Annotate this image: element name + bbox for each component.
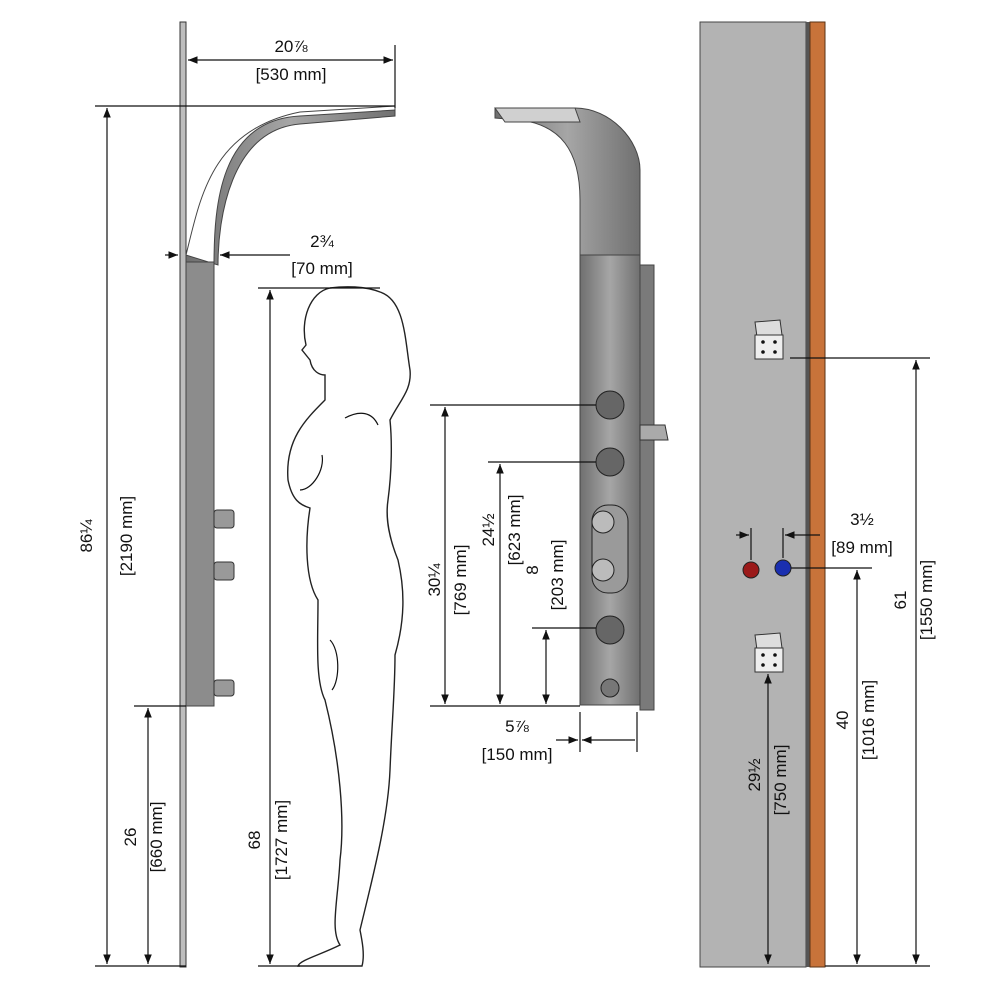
top-bracket-height-mm-label: [1550 mm]	[917, 560, 936, 640]
panel-width-mm-label: [150 mm]	[482, 745, 553, 764]
second-jet-height-label: 24½	[479, 513, 498, 546]
person-height-mm-label: [1727 mm]	[272, 800, 291, 880]
hand-shower-outlet	[600, 678, 620, 698]
panel-bottom-height-label: 26	[121, 828, 140, 847]
side-knob-lower	[213, 679, 235, 697]
side-panel	[185, 109, 396, 706]
total-height-mm-label: [2190 mm]	[117, 496, 136, 576]
tub-spout	[639, 424, 669, 441]
wall-offset-mm-label: [70 mm]	[291, 259, 352, 278]
body-jet-3	[595, 615, 625, 645]
cold-water-inlet	[774, 559, 792, 577]
side-knob-upper	[213, 509, 235, 529]
top-jet-height-mm-label: [769 mm]	[451, 545, 470, 616]
valve-knob-upper	[591, 510, 615, 534]
wall-surface	[699, 21, 807, 968]
person-outline	[287, 286, 411, 967]
body-jet-2	[595, 447, 625, 477]
side-view: 20⅞ [530 mm] 2¾ [70 mm] 86¼ [2190 mm] 26…	[77, 21, 396, 968]
wall-view: 3½ [89 mm] 61 [1550 mm] 40 [1016 mm] 29½…	[699, 21, 936, 968]
inlet-height-label: 40	[833, 711, 852, 730]
body-jet-1	[595, 390, 625, 420]
inlet-spacing-label: 3½	[850, 510, 874, 529]
top-bracket	[754, 319, 784, 360]
wall-section	[179, 21, 187, 968]
hot-water-inlet	[742, 561, 760, 579]
person-height-label: 68	[245, 831, 264, 850]
wood-stud	[809, 21, 826, 968]
lower-jet-height-mm-label: [203 mm]	[548, 540, 567, 611]
top-jet-height-label: 30¼	[425, 563, 444, 597]
side-panel-back	[185, 105, 396, 256]
projection-width-label: 20⅞	[274, 37, 308, 56]
side-knob-middle	[213, 561, 235, 581]
total-height-label: 86¼	[77, 519, 96, 553]
wall-edge	[806, 22, 810, 967]
projection-width-mm-label: [530 mm]	[256, 65, 327, 84]
top-bracket-height-label: 61	[891, 591, 910, 610]
inlet-spacing-mm-label: [89 mm]	[831, 538, 892, 557]
bottom-bracket-height-mm-label: [750 mm]	[771, 745, 790, 816]
side-panel-body	[185, 261, 215, 707]
wall-offset-label: 2¾	[310, 232, 334, 251]
inlet-height-mm-label: [1016 mm]	[859, 680, 878, 760]
front-view: 30¼ [769 mm] 24½ [623 mm] 8 [203 mm] 5⅞ …	[425, 107, 669, 764]
bottom-bracket	[754, 632, 784, 673]
panel-width-label: 5⅞	[505, 717, 529, 736]
panel-bottom-height-mm-label: [660 mm]	[147, 802, 166, 873]
second-jet-height-mm-label: [623 mm]	[505, 495, 524, 566]
front-panel-head	[494, 107, 641, 271]
rain-head	[494, 107, 581, 123]
front-panel-side	[639, 264, 655, 711]
valve-knob-lower	[591, 558, 615, 582]
lower-jet-height-label: 8	[523, 565, 542, 574]
bottom-bracket-height-label: 29½	[745, 758, 764, 791]
person-silhouette: 68 [1727 mm]	[245, 286, 411, 967]
